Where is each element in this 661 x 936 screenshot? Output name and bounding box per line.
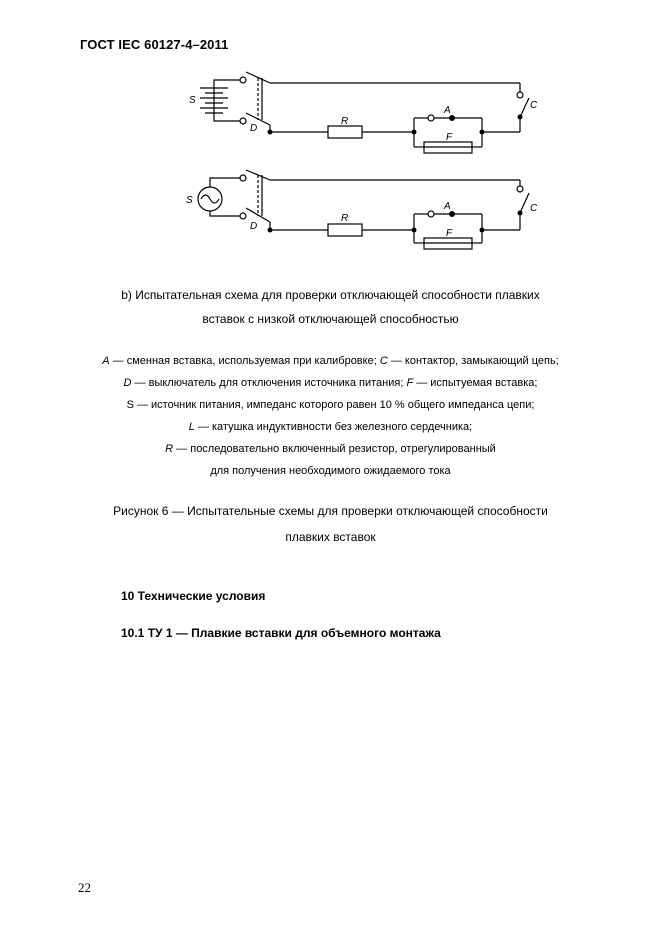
document-header: ГОСТ IEC 60127-4–2011 (80, 37, 229, 52)
legend: A — сменная вставка, используемая при ка… (0, 350, 661, 482)
label-r: R (341, 213, 348, 224)
label-r: R (341, 116, 348, 127)
resistor-icon (327, 223, 363, 237)
caption-b-line2: вставок с низкой отключающей способность… (202, 312, 459, 326)
legend-line: D — выключатель для отключения источника… (123, 377, 538, 389)
label-f: F (446, 228, 453, 239)
legend-line: A — сменная вставка, используемая при ка… (102, 355, 559, 367)
legend-line: S — источник питания, импеданс которого … (126, 399, 535, 411)
label-a: A (443, 105, 451, 116)
circuit-dc: S D R A F C (189, 71, 538, 154)
contactor-c-icon (516, 180, 530, 230)
caption-b-line1: b) Испытательная схема для проверки откл… (121, 288, 540, 302)
page-number: 22 (78, 880, 91, 895)
test-circuit-diagram: S D R A F C (186, 71, 538, 250)
legend-line: R — последовательно включенный резистор,… (165, 443, 496, 455)
legend-line: для получения необходимого ожидаемого то… (210, 465, 451, 477)
section-heading-10: 10 Технические условия (121, 589, 266, 603)
label-c: C (530, 203, 538, 214)
label-a: A (443, 201, 451, 212)
label-d: D (250, 221, 257, 232)
label-f: F (446, 132, 453, 143)
label-s: S (189, 95, 196, 106)
resistor-icon (327, 125, 363, 139)
label-c: C (530, 100, 538, 111)
label-d: D (250, 123, 257, 134)
legend-line: L — катушка индуктивности без железного … (188, 421, 473, 433)
figure-caption-line2: плавких вставок (285, 530, 376, 544)
figure-caption-line1: Рисунок 6 — Испытательные схемы для пров… (113, 504, 548, 518)
switch-d-icon (245, 169, 271, 223)
circuit-ac: S D R A F C (186, 169, 538, 250)
ac-source-icon (197, 186, 223, 212)
section-heading-10-1: 10.1 ТУ 1 — Плавкие вставки для объемног… (121, 626, 441, 640)
label-s: S (186, 195, 193, 206)
battery-icon (200, 85, 228, 115)
switch-d-icon (245, 71, 271, 126)
contactor-c-icon (516, 83, 530, 132)
